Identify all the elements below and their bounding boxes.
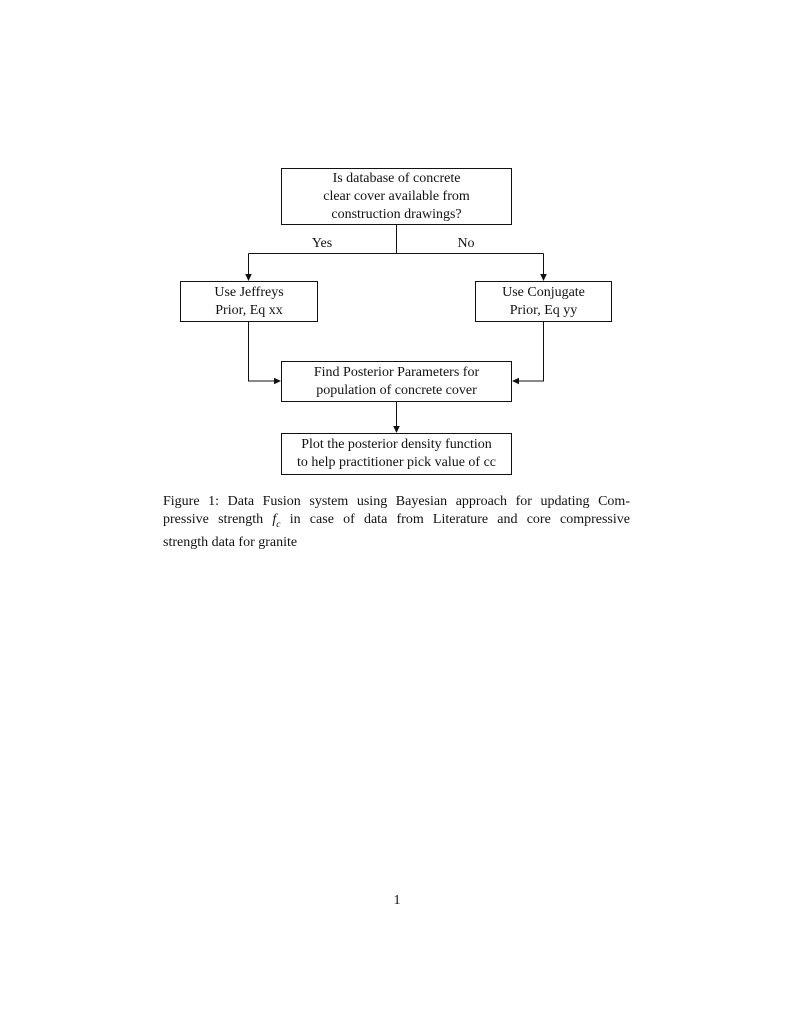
- edge-label-yes: Yes: [311, 236, 333, 251]
- connector-posterior-to-plot: [393, 402, 400, 433]
- flow-node-text: Use Conjugate: [502, 284, 585, 300]
- caption-line-2: pressive strength fc in case of data fro…: [163, 511, 630, 534]
- flow-node-text: population of concrete cover: [316, 382, 477, 398]
- flow-node-posterior-parameters: Find Posterior Parameters for population…: [281, 361, 512, 402]
- arrowhead-no: [540, 274, 547, 281]
- page-number: 1: [393, 893, 401, 908]
- flow-node-text: to help practitioner pick value of cc: [296, 455, 497, 470]
- edge-label-no: No: [457, 236, 475, 251]
- flow-node-text: Is database of concrete: [332, 170, 461, 186]
- arrowhead-jeffreys: [274, 377, 281, 385]
- caption-line-1: Figure 1: Data Fusion system using Bayes…: [163, 494, 630, 509]
- flow-node-jeffreys-prior: Use Jeffreys Prior, Eq xx: [180, 281, 318, 322]
- flow-node-conjugate-prior: Use Conjugate Prior, Eq yy: [475, 281, 612, 322]
- connector-yes-branch: [245, 253, 252, 281]
- flow-node-text: Use Jeffreys: [214, 284, 284, 300]
- caption-text: pressive strength: [163, 511, 273, 527]
- connector-conjugate-to-posterior: [512, 322, 544, 385]
- flow-node-decision: Is database of concrete clear cover avai…: [281, 168, 512, 225]
- arrowhead-conjugate: [512, 377, 519, 385]
- flow-node-text: clear cover available from: [323, 188, 470, 204]
- flow-node-text: Plot the posterior density function: [301, 437, 492, 452]
- connector-decision-split: [248, 225, 544, 254]
- caption-text: in case of data from Literature and core…: [280, 511, 630, 527]
- flow-node-text: construction drawings?: [331, 206, 462, 222]
- arrowhead-yes: [245, 274, 252, 281]
- math-fc-subscript: c: [276, 519, 281, 530]
- flow-node-text: Prior, Eq xx: [215, 302, 283, 318]
- math-fc-symbol: f: [272, 511, 277, 527]
- flow-node-text: Find Posterior Parameters for: [313, 364, 480, 380]
- connector-jeffreys-to-posterior: [248, 322, 281, 385]
- flow-node-plot-density: Plot the posterior density function to h…: [281, 433, 512, 475]
- figure-caption: Figure 1: Data Fusion system using Bayes…: [163, 493, 630, 551]
- connector-no-branch: [540, 253, 547, 281]
- arrowhead-plot: [393, 426, 400, 433]
- flow-node-text: Prior, Eq yy: [509, 302, 578, 318]
- caption-line-3: strength data for granite: [163, 534, 298, 550]
